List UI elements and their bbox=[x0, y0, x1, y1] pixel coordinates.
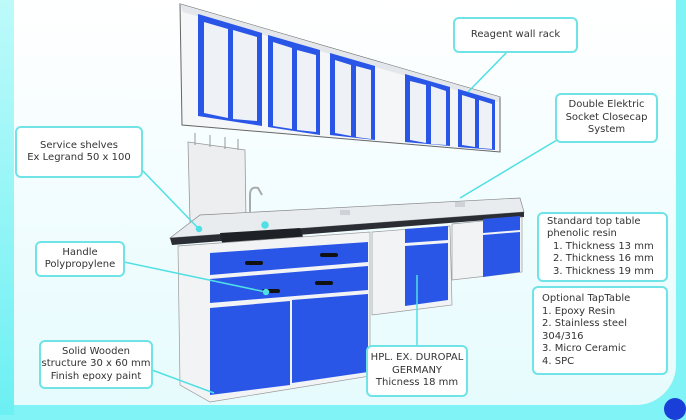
callout-text: 3. Micro Ceramic bbox=[542, 343, 627, 354]
callout-text: 3. Thickness 19 mm bbox=[553, 265, 654, 277]
callout-optional-taptable: Optional TapTable 1. Epoxy Resin 2. Stai… bbox=[532, 286, 668, 375]
right-cabinet-unit bbox=[451, 216, 523, 281]
callout-reagent-wall-rack: Reagent wall rack bbox=[453, 17, 578, 53]
corner-badge-icon bbox=[664, 398, 686, 420]
callout-text: Standard top table bbox=[547, 215, 641, 227]
callout-text: structure 30 x 60 mm bbox=[41, 358, 151, 370]
callout-socket-system: Double Elektric Socket Closecap System bbox=[555, 93, 658, 143]
callout-text: Solid Wooden bbox=[62, 345, 130, 357]
service-shelves-pegboard bbox=[187, 133, 247, 223]
left-cabinet-unit bbox=[177, 231, 371, 403]
leader-lines bbox=[123, 51, 558, 394]
callout-hpl: HPL. EX. DUROPAL GERMANY Thicness 18 mm bbox=[366, 345, 468, 397]
callout-text: Ex Legrand 50 x 100 bbox=[27, 152, 131, 163]
callout-text: Finish epoxy paint bbox=[50, 370, 142, 382]
callout-text: 2. Stainless steel 304/316 bbox=[542, 318, 627, 342]
callout-text: GERMANY bbox=[391, 364, 443, 376]
callout-text: 2. Thickness 16 mm bbox=[553, 253, 654, 265]
callout-text: 4. SPC bbox=[542, 355, 575, 367]
callout-text: phenolic resin bbox=[547, 228, 617, 240]
callout-service-shelves: Service shelves Ex Legrand 50 x 100 bbox=[15, 126, 143, 178]
callout-text: HPL. EX. DUROPAL bbox=[370, 352, 464, 364]
frame-strip bbox=[0, 0, 14, 415]
callout-text: 1. Thickness 13 mm bbox=[553, 240, 654, 252]
callout-handle: Handle Polypropylene bbox=[35, 241, 125, 277]
callout-top-table: Standard top table phenolic resin 1. Thi… bbox=[537, 212, 668, 282]
callout-text: Polypropylene bbox=[44, 259, 116, 270]
callout-text: Service shelves bbox=[40, 139, 118, 151]
callout-text: Handle bbox=[62, 246, 98, 258]
callout-structure: Solid Wooden structure 30 x 60 mm Finish… bbox=[39, 340, 153, 389]
middle-cabinet-unit bbox=[371, 225, 453, 316]
callout-text: Socket Closecap bbox=[565, 111, 648, 123]
callout-text: Optional TapTable bbox=[542, 293, 631, 304]
callout-text: Double Elektric bbox=[568, 99, 645, 111]
faucet bbox=[249, 186, 263, 225]
callout-text: Thicness 18 mm bbox=[375, 377, 459, 389]
callout-text: System bbox=[587, 124, 626, 136]
reagent-wall-rack bbox=[179, 3, 501, 153]
callout-text: 1. Epoxy Resin bbox=[542, 305, 616, 317]
callout-text: Reagent wall rack bbox=[470, 28, 561, 40]
